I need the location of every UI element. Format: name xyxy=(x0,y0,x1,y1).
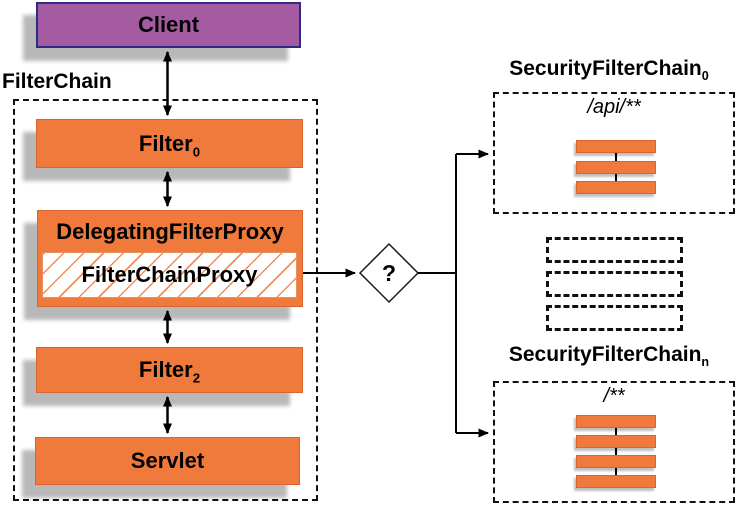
security-filter-chain-n-box xyxy=(493,381,735,503)
stack-bar xyxy=(576,435,656,448)
servlet-label: Servlet xyxy=(130,448,205,473)
client-label: Client xyxy=(137,12,200,37)
stack-bar xyxy=(576,455,656,468)
decision-label: ? xyxy=(381,259,397,286)
security-filter-chain-n-filter-stack xyxy=(576,415,656,488)
security-filter-chain-n-heading: SecurityFilterChainn xyxy=(508,343,710,370)
delegating-filter-proxy-label: DelegatingFilterProxy xyxy=(56,218,284,244)
placeholder-chains xyxy=(546,237,683,331)
security-filter-chain-0-pattern: /api/** xyxy=(587,96,641,118)
decision-diamond xyxy=(358,242,420,304)
ph-rect xyxy=(546,271,683,297)
security-filter-chain-0-filter-stack xyxy=(576,140,656,194)
client-box: Client xyxy=(36,2,301,48)
security-filter-chain-0-box xyxy=(493,92,735,214)
filter0-label: Filter0 xyxy=(138,130,201,159)
filter0-box: Filter0 xyxy=(36,119,303,168)
filter2-box: Filter2 xyxy=(36,347,303,393)
filter-chain-proxy-box: FilterChainProxy xyxy=(42,252,297,298)
delegating-filter-proxy-box: DelegatingFilterProxy FilterChainProxy xyxy=(37,210,303,307)
ph-rect xyxy=(546,305,683,331)
stack-bar xyxy=(576,415,656,428)
servlet-box: Servlet xyxy=(35,437,300,485)
stack-bar xyxy=(576,475,656,488)
security-filter-chain-n-pattern: /** xyxy=(603,385,625,407)
stack-bar xyxy=(576,181,656,194)
filter2-label: Filter2 xyxy=(138,357,201,386)
filterchain-label: FilterChain xyxy=(2,70,112,93)
stack-bar xyxy=(576,160,656,174)
filter-chain-proxy-label: FilterChainProxy xyxy=(81,262,258,287)
security-filter-chain-0-heading: SecurityFilterChain0 xyxy=(509,57,709,84)
stack-bar xyxy=(576,140,656,153)
ph-rect xyxy=(546,237,683,263)
